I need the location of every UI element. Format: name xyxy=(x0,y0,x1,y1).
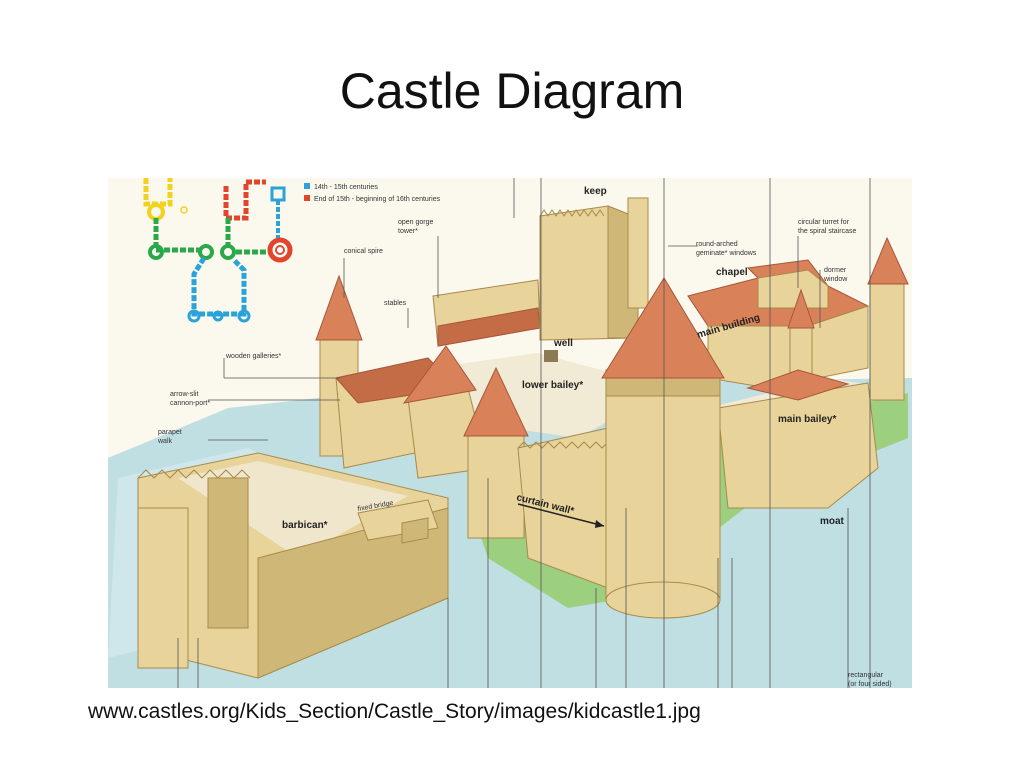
label-barbican: barbican* xyxy=(282,520,328,531)
label-dormer-window-2: window xyxy=(823,276,848,283)
arrow-head-icon xyxy=(595,520,604,528)
label-keep: keep xyxy=(584,186,607,197)
label-lower-bailey: lower bailey* xyxy=(522,380,583,391)
label-main-bailey: main bailey* xyxy=(778,414,836,425)
castle-diagram-image: 14th - 15th centuries End of 15th - begi… xyxy=(108,178,912,688)
label-chapel: chapel xyxy=(716,267,748,278)
label-stables: stables xyxy=(384,300,407,307)
plan-legend: 14th - 15th centuries End of 15th - begi… xyxy=(304,183,441,203)
image-source-caption: www.castles.org/Kids_Section/Castle_Stor… xyxy=(88,700,701,723)
label-rectangular: rectangular xyxy=(848,672,884,679)
castle-illustration xyxy=(137,197,909,679)
label-wooden-galleries: wooden galleries* xyxy=(225,353,282,360)
label-conical-spire: conical spire xyxy=(344,248,383,255)
curtain-wall-arrow xyxy=(517,503,605,527)
label-arrow-slit-2: cannon-port* xyxy=(170,400,210,407)
legend-swatch-blue xyxy=(304,183,310,189)
label-rectangular-2: (or four sided) xyxy=(848,681,892,688)
label-open-gorge-tower-2: tower* xyxy=(398,228,418,235)
slide-title: Castle Diagram xyxy=(339,63,685,119)
legend-item-blue: 14th - 15th centuries xyxy=(314,184,378,191)
legend-swatch-red xyxy=(304,195,310,201)
label-parapet-walk-2: walk xyxy=(157,438,173,445)
label-arrow-slit: arrow-slit xyxy=(170,391,198,398)
label-circular-turret-2: the spiral staircase xyxy=(798,228,856,235)
label-parapet-walk: parapet xyxy=(158,429,182,436)
leader-lines xyxy=(177,178,871,688)
label-round-arched-2: geminate* windows xyxy=(696,250,757,257)
label-well: well xyxy=(553,338,573,349)
castle-floor-plan xyxy=(143,178,293,323)
label-moat: moat xyxy=(820,516,845,527)
legend-item-red: End of 15th - beginning of 16th centurie… xyxy=(314,196,441,203)
label-circular-turret: circular turret for xyxy=(798,219,850,226)
label-dormer-window: dormer xyxy=(824,267,847,274)
label-open-gorge-tower: open gorge xyxy=(398,219,434,226)
label-round-arched: round-arched xyxy=(696,241,738,248)
